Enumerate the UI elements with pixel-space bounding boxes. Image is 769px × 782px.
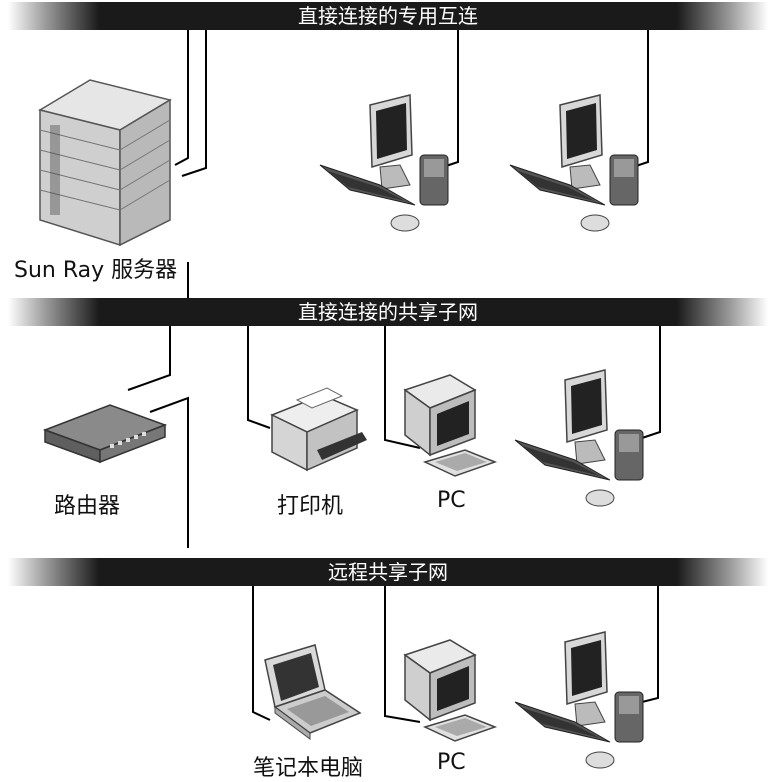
- interconnect-bar-label: 直接连接的专用互连: [298, 4, 478, 28]
- sun-ray-client-icon: [514, 369, 644, 507]
- shared-subnet-bar-label: 直接连接的共享子网: [298, 300, 478, 324]
- pc-label: PC: [437, 488, 466, 513]
- pc-label: PC: [437, 750, 466, 775]
- remote-subnet-bar-label: 远程共享子网: [328, 560, 448, 584]
- sun-ray-client-icon: [514, 631, 644, 769]
- printer-label: 打印机: [277, 494, 344, 519]
- remote-subnet-bar: 远程共享子网: [8, 558, 768, 586]
- server-rack-icon: [38, 79, 172, 247]
- sun-ray-client-icon: [509, 94, 639, 232]
- printer-icon: [270, 387, 367, 472]
- shared-subnet-bar: 直接连接的共享子网: [8, 298, 768, 326]
- laptop-label: 笔记本电脑: [253, 756, 364, 781]
- pc-icon: [404, 639, 496, 742]
- pc-icon: [404, 374, 496, 477]
- sun-ray-client-icon: [319, 94, 449, 232]
- server-label: Sun Ray 服务器: [14, 258, 178, 283]
- router-label: 路由器: [54, 494, 121, 519]
- laptop-icon: [264, 644, 362, 740]
- interconnect-bar: 直接连接的专用互连: [8, 2, 768, 30]
- router-icon: [42, 404, 168, 464]
